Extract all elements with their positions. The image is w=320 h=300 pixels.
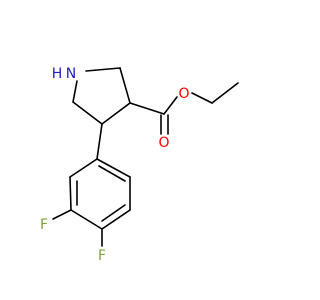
fluorine-label-3: F (40, 217, 48, 233)
bond-ar3-ar4 (101, 209, 131, 230)
ester-oxygen-label: O (178, 86, 189, 102)
bond-ester-o-ch2 (191, 92, 213, 104)
hydrogen-label: H (52, 66, 63, 82)
bond-ch2-ch3 (211, 82, 239, 104)
structure-canvas: H N O O F F (39, 66, 239, 264)
bond-ar4-ar5 (70, 209, 103, 230)
fluorine-label-4: F (98, 248, 106, 264)
bond-ar6-ar1 (69, 158, 98, 178)
bond-carbonyl-ester-o (163, 96, 178, 115)
bond-ar5-ar6 (69, 176, 72, 211)
bond-c5-n (72, 80, 78, 103)
bond-c3-c4 (101, 102, 131, 125)
molecule-drawing: H N O O F F (40, 66, 239, 264)
bond-n-c2 (85, 67, 121, 72)
bond-c3-carbonyl (129, 102, 165, 115)
bond-aromatic-inner-1 (98, 165, 126, 182)
bond-aromatic-inner-2 (101, 204, 126, 222)
bond-ar1-ar2 (96, 158, 131, 178)
bond-ar5-f (52, 209, 72, 220)
carbonyl-oxygen-label: O (158, 135, 169, 151)
bond-c4-c5 (72, 101, 103, 125)
bond-c4-aryl (96, 123, 103, 160)
bond-c2-c3 (119, 67, 131, 104)
nitrogen-label: N (66, 66, 76, 82)
